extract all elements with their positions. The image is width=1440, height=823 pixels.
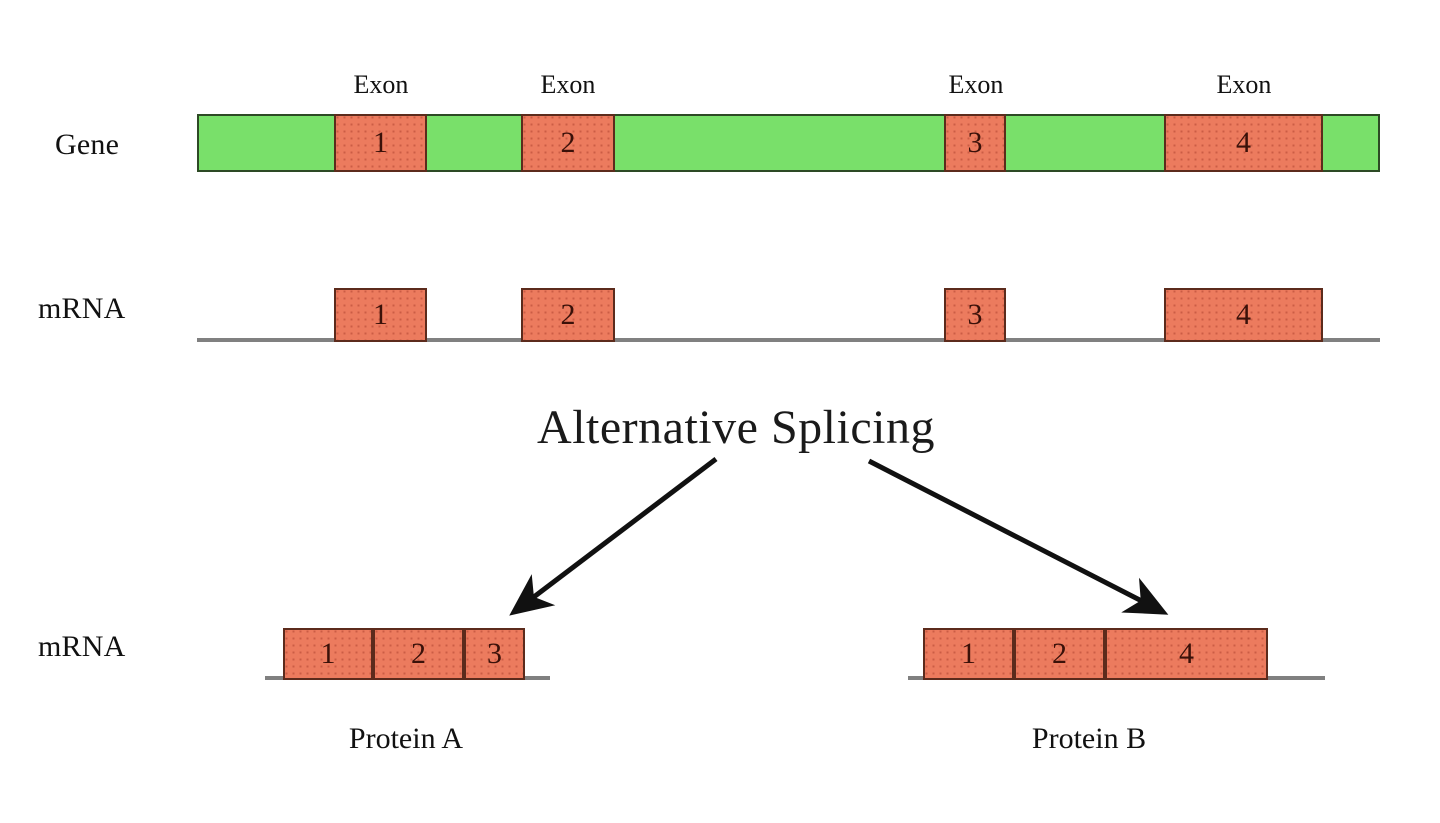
exon-number: 1 [320, 637, 336, 670]
mrna-exon-1: 1 [334, 288, 427, 342]
protein-a-exon-2: 2 [373, 628, 464, 680]
exon-caption-3: Exon [948, 70, 1004, 99]
exon-number: 3 [967, 298, 983, 331]
alternative-splicing-title: Alternative Splicing [537, 401, 935, 454]
exon-number: 2 [560, 298, 576, 331]
mrna-row-label: mRNA [38, 292, 126, 325]
protein-b-exon-4: 4 [1105, 628, 1268, 680]
exon-number: 4 [1179, 637, 1194, 670]
arrow-to-protein-b [867, 458, 1169, 615]
exon-number: 3 [487, 637, 502, 670]
protein-a-exon-1: 1 [283, 628, 373, 680]
exon-number: 1 [373, 298, 388, 331]
gene-exon-2: 2 [521, 114, 615, 172]
exon-number: 4 [1236, 126, 1251, 159]
gene-exon-3: 3 [944, 114, 1006, 172]
protein-a-caption: Protein A [348, 722, 464, 755]
mrna-exon-3: 3 [944, 288, 1006, 342]
gene-exon-1: 1 [334, 114, 427, 172]
exon-number: 2 [411, 637, 426, 670]
exon-caption-4: Exon [1216, 70, 1272, 99]
exon-number: 2 [1052, 637, 1067, 670]
exon-number: 2 [560, 126, 576, 159]
protein-a-exon-3: 3 [464, 628, 525, 680]
exon-number: 1 [373, 126, 388, 159]
exon-caption-2: Exon [540, 70, 596, 99]
gene-row-label: Gene [55, 128, 120, 161]
protein-b-exon-2: 2 [1014, 628, 1105, 680]
exon-number: 4 [1236, 298, 1251, 331]
gene-exon-4: 4 [1164, 114, 1323, 172]
exon-number: 1 [961, 637, 976, 670]
mrna-exon-4: 4 [1164, 288, 1323, 342]
exon-number: 3 [967, 126, 983, 159]
mrna-exon-2: 2 [521, 288, 615, 342]
mrna-baseline [197, 338, 1380, 342]
arrow-to-protein-a [509, 457, 718, 616]
exon-caption-1: Exon [353, 70, 409, 99]
protein-b-exon-1: 1 [923, 628, 1014, 680]
protein-b-caption: Protein B [1031, 722, 1147, 755]
protein-row-label: mRNA [38, 630, 126, 663]
